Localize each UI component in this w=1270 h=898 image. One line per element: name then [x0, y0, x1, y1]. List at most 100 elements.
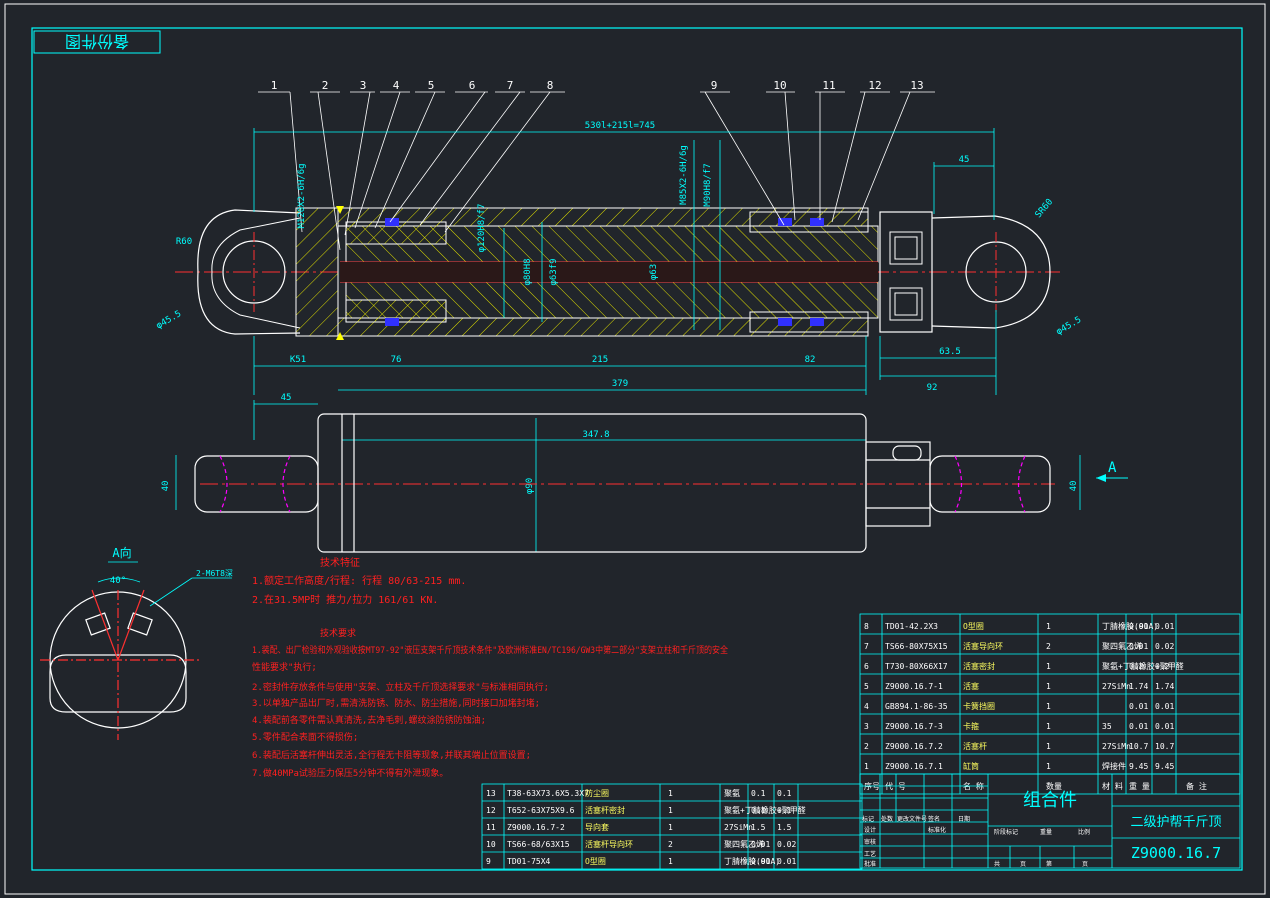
bom-bottom-cell: 0.01	[751, 857, 770, 866]
tb-label-std: 标准化	[928, 826, 946, 834]
tb-label-weight: 重量	[1040, 828, 1052, 836]
dim-82: 82	[805, 355, 816, 365]
dim-76: 76	[391, 355, 402, 365]
balloon-8: 8	[547, 79, 554, 92]
balloon-2: 2	[322, 79, 329, 92]
assembly-label: 组合件	[1023, 790, 1077, 811]
bom-right-cell: 35	[1102, 722, 1112, 731]
dim-40-right: 40	[1069, 481, 1079, 492]
dim-phi80: φ80H8	[523, 258, 533, 285]
bom-right-cell: 卡箍	[963, 721, 979, 731]
tech-req-4: 4.装配前各零件需认真清洗,去净毛刺,螺纹涂防锈防蚀油;	[252, 714, 486, 726]
balloon-10: 10	[773, 79, 786, 92]
bom-bottom-cell: 11	[486, 823, 496, 832]
bom-bottom-cell: T652-63X75X9.6	[507, 806, 575, 815]
stamp-text: 备份件图	[65, 32, 129, 51]
bom-right-cell: Z9000.16.7.1	[885, 762, 943, 771]
tb-label-page: 页	[1020, 861, 1026, 868]
bom-right-cell: 1	[1046, 622, 1051, 631]
tech-req-2: 2.密封件存放条件与使用"支架、立柱及千斤顶选择要求"与标准相同执行;	[252, 681, 549, 693]
bom-bottom-cell: 1.5	[751, 823, 766, 832]
dim-phi63: φ63f9	[549, 258, 559, 285]
tech-req-1: 1.装配、出厂检验和外观验收按MT97-92"液压支架千斤顶技术条件"及欧洲标准…	[252, 644, 728, 656]
bom-bottom-cell: 13	[486, 789, 496, 798]
bom-right-cell: 0.01	[1155, 702, 1174, 711]
bom-bottom-cell: 0.1	[777, 806, 792, 815]
bom-right-cell: 活塞密封	[963, 661, 995, 671]
bom-bottom-cell: 聚氨+丁腈橡胶+聚甲醛	[724, 805, 806, 815]
tb-label-page2: 页	[1082, 861, 1088, 868]
bom-right-header: 重 量	[1129, 781, 1150, 791]
tb-label-count: 处数	[881, 815, 893, 823]
bom-right-header: 数量	[1046, 781, 1062, 791]
tb-label-stage: 阶段标记	[994, 828, 1018, 836]
balloon-7: 7	[507, 79, 514, 92]
bom-right-cell: 活塞杆	[963, 741, 987, 751]
bom-right-cell: 7	[864, 642, 869, 651]
dim-651: K51	[290, 355, 306, 365]
port-bottom	[889, 287, 923, 321]
bom-bottom-cell: 聚氨	[724, 788, 740, 798]
balloon-6: 6	[469, 79, 476, 92]
tb-label-scale: 比例	[1078, 828, 1090, 836]
tb-label-process: 工艺	[864, 850, 876, 858]
bom-right-cell: 27SiMn	[1102, 742, 1131, 751]
bom-bottom-cell: TD01-75X4	[507, 857, 551, 866]
view-arrow-a: A	[1096, 460, 1128, 482]
bom-bottom-cell: O型圈	[585, 857, 606, 866]
outer-frame	[4, 3, 1266, 895]
bom-bottom-cell: 10	[486, 840, 496, 849]
balloon-numbers: 1 2 3 4 5 6 7 8 9 10 11 12 13	[271, 79, 924, 92]
balloon-13: 13	[910, 79, 923, 92]
a-view-angle: 40°	[110, 576, 126, 586]
bom-right-header: 备 注	[1186, 781, 1207, 791]
bom-right-cell: 1	[1046, 702, 1051, 711]
bom-right-cell: 2	[864, 742, 869, 751]
tb-label-sign: 签名	[928, 815, 940, 823]
tech-req-7: 7.做40MPa试验压力保压5分钟不得有外泄现象。	[252, 767, 448, 779]
dim-m90h: M90H8/f7	[703, 163, 713, 206]
bom-right-cell: 4	[864, 702, 869, 711]
tb-label-approve: 批准	[864, 860, 876, 868]
bom-right-cell: TS66-80X75X15	[885, 642, 948, 651]
bom-right-cell: 1.74	[1155, 682, 1174, 691]
bom-bottom-cell: 2	[668, 840, 673, 849]
tb-label-design: 设计	[864, 826, 876, 834]
bom-bottom-cell: 丁腈橡胶(90A)	[724, 856, 780, 866]
cylinder-bottom	[295, 207, 339, 337]
bom-right-cell: 9.45	[1129, 762, 1148, 771]
tech-specs-title: 技术特征	[320, 556, 360, 569]
tb-label-total: 共	[994, 860, 1000, 868]
bom-right-cell: 焊接件	[1102, 761, 1126, 771]
tech-specs: 技术特征 1.额定工作高度/行程: 行程 80/63-215 mm. 2.在31…	[252, 556, 466, 606]
bom-right-cell: 10.7	[1129, 742, 1148, 751]
seal-piston-top	[385, 218, 399, 226]
a-view	[40, 561, 232, 740]
balloon-4: 4	[393, 79, 400, 92]
dim-phi45-left: φ45.5	[155, 309, 183, 331]
bom-right-cell: 1	[864, 762, 869, 771]
bom-right-cell: 0.02	[1155, 642, 1174, 651]
dim-phi90: φ90	[525, 478, 535, 494]
bom-right-cell: 5	[864, 682, 869, 691]
dim-40-left: 40	[161, 481, 171, 492]
tech-req-3: 3.以单独产品出厂时,需清洗防锈、防水、防尘措施,同时接口加堵封堵;	[252, 697, 540, 709]
dim-379: 379	[612, 379, 628, 389]
bom-right-cell: 0.01	[1129, 622, 1148, 631]
bom-bottom-cell: 27SiMn	[724, 823, 753, 832]
dim-r60: R60	[176, 237, 192, 247]
bom-right-cell: 9.45	[1155, 762, 1174, 771]
bom-bottom-cell: 聚四氟乙烯	[724, 839, 764, 849]
bom-right-cell: 丁腈橡胶(90A)	[1102, 621, 1158, 631]
bom-bottom-cell: 0.01	[751, 840, 770, 849]
bom-right-cell: 0.2	[1155, 662, 1170, 671]
bom-right-cell: 0.01	[1155, 622, 1174, 631]
port-top	[889, 231, 923, 265]
tech-req-5: 5.零件配合表面不得损伤;	[252, 731, 358, 743]
bom-bottom-cell: TS66-68/63X15	[507, 840, 570, 849]
bore-fill	[340, 262, 878, 282]
balloon-leaders	[258, 91, 935, 251]
balloon-12: 12	[868, 79, 881, 92]
